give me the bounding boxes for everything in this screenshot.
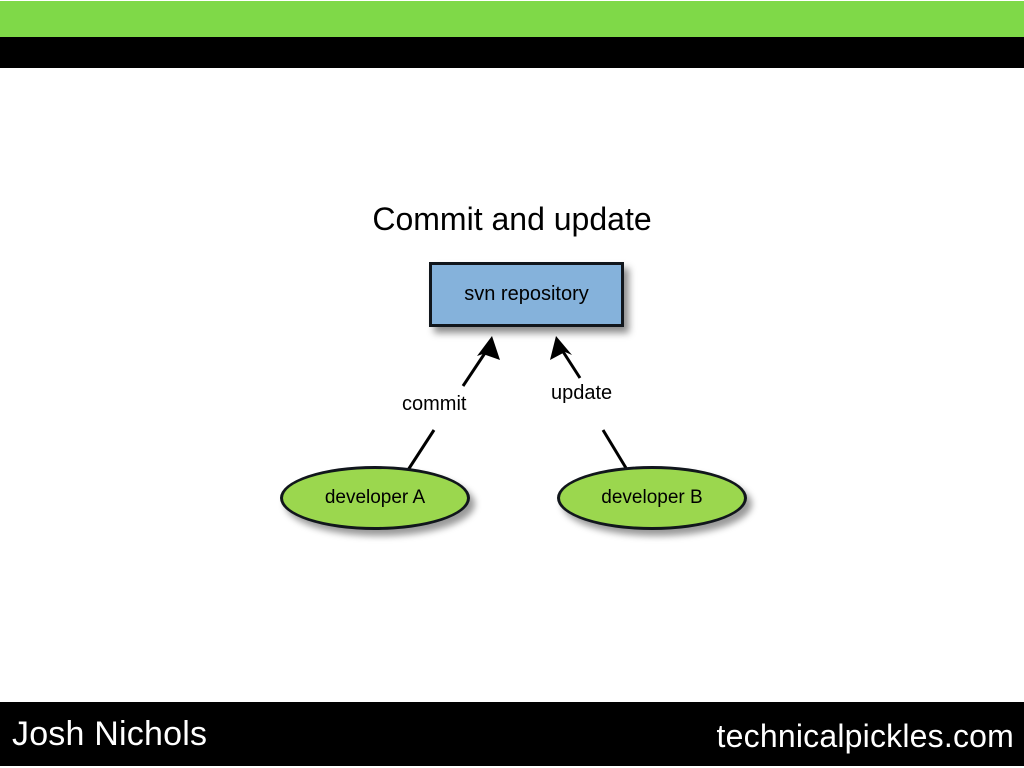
developer-b-label: developer B (601, 487, 703, 508)
footer-bar (0, 702, 1024, 766)
developer-a-node[interactable]: developer A (280, 466, 470, 530)
commit-edge-label: commit (402, 393, 467, 415)
footer-author: Josh Nichols (12, 715, 208, 753)
developer-a-label: developer A (324, 487, 426, 508)
page-title: Commit and update (372, 201, 652, 237)
svn-repository-node[interactable]: svn repository (429, 262, 624, 327)
header-green-band (0, 1, 1024, 37)
svn-repository-label: svn repository (464, 283, 589, 305)
footer-site: technicalpickles.com (716, 718, 1014, 754)
header-black-band (0, 37, 1024, 68)
developer-b-node[interactable]: developer B (557, 466, 747, 530)
update-edge-label: update (551, 382, 613, 404)
